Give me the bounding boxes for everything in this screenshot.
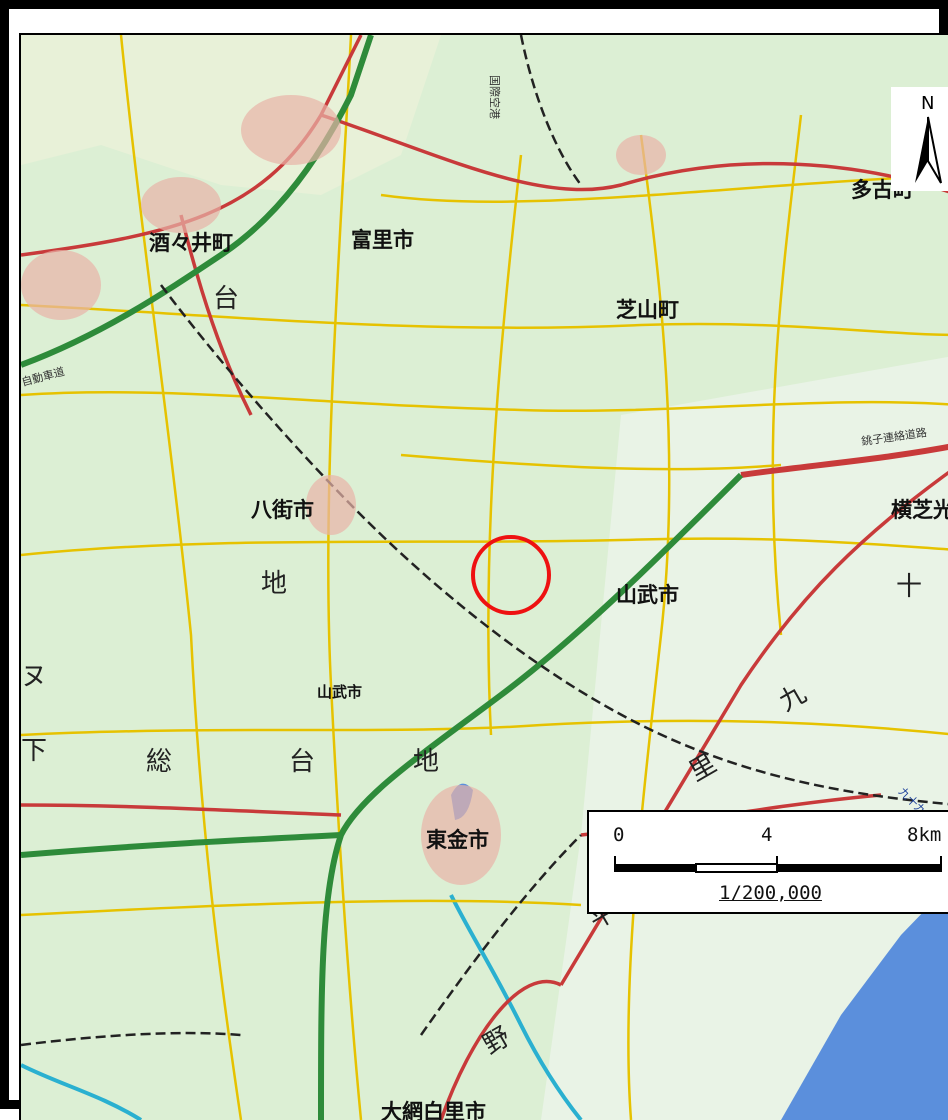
- place-label-togane: 東金市: [426, 828, 489, 852]
- highlight-circle[interactable]: [471, 535, 551, 615]
- place-label-shibayama: 芝山町: [616, 298, 679, 322]
- scale-tick-0: 0: [613, 824, 625, 846]
- place-label-sanmu: 山武市: [616, 583, 679, 607]
- place-label-tomisato: 富里市: [351, 228, 414, 252]
- expressways: [21, 35, 744, 1120]
- scale-bar-graphic: [614, 856, 942, 873]
- scale-tick-4: 4: [761, 824, 773, 846]
- north-arrow-icon: N: [915, 93, 942, 184]
- north-arrow-label: N: [921, 93, 934, 114]
- scale-bar-box: 0 4 8km 1/200,000: [587, 810, 948, 914]
- place-label-shisui: 酒々井町: [149, 231, 233, 255]
- coastal-plain: [541, 356, 948, 1120]
- choshi-renraku-road: [740, 443, 948, 478]
- north-arrow: N: [891, 87, 948, 191]
- region-label: 地: [413, 747, 439, 777]
- place-label-yachimata: 八街市: [251, 498, 314, 522]
- prefectural-roads: [21, 35, 948, 1120]
- scale-tick-8km: 8km: [907, 824, 942, 846]
- region-label: 台: [213, 284, 239, 314]
- urban-areas: [21, 95, 666, 885]
- region-label: 十: [896, 572, 922, 602]
- pacific-ocean: [781, 886, 948, 1120]
- place-label-sanmu-small: 山武市: [317, 683, 362, 701]
- region-label: 下: [21, 736, 47, 766]
- region-label: ヌ: [21, 662, 47, 692]
- map-canvas[interactable]: 台 地 総 台 地 九 十 里 平 野 下 ヌ 酒々井町 富里市 多古町 芝山町…: [21, 35, 948, 1120]
- railways: [21, 35, 948, 1047]
- place-label-oamishirasato: 大網白里市: [381, 1100, 486, 1120]
- river-south: [449, 894, 583, 1120]
- region-label: 地: [261, 569, 287, 599]
- region-label: 総: [146, 747, 172, 777]
- place-label-yokoshibahikari: 横芝光: [891, 498, 948, 522]
- airport-label: 国際空港: [488, 75, 502, 119]
- topographic-map[interactable]: 台 地 総 台 地 九 十 里 平 野 下 ヌ 酒々井町 富里市 多古町 芝山町…: [19, 33, 948, 1120]
- scale-ratio: 1/200,000: [719, 882, 822, 904]
- region-label: 台: [289, 747, 315, 777]
